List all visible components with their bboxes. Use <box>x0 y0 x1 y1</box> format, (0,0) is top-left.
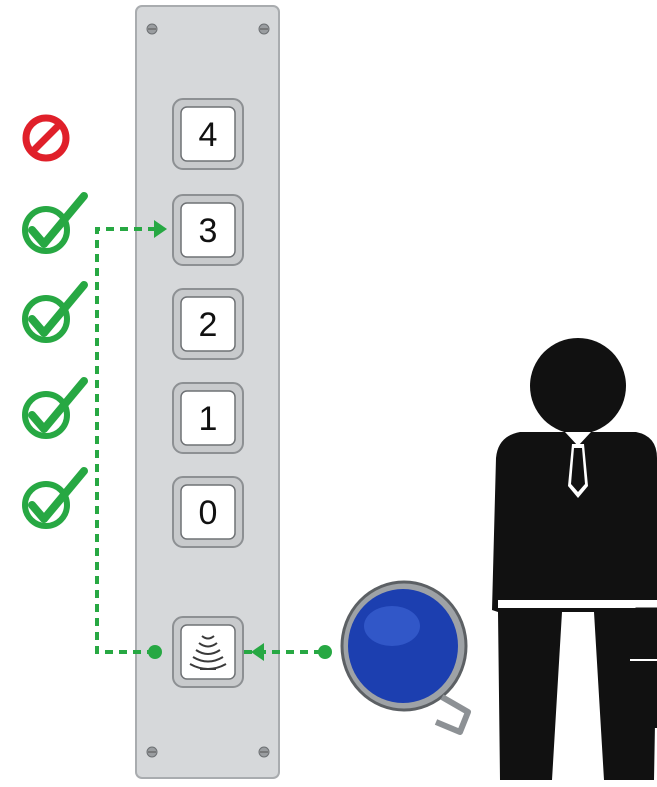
checkmark-icon <box>25 381 84 436</box>
contactless-reader-button[interactable] <box>173 617 243 687</box>
flow-start-dot <box>318 645 332 659</box>
floor-button-label: 2 <box>199 306 218 344</box>
key-fob-icon <box>342 582 468 732</box>
floor-button-1[interactable]: 1 <box>173 383 243 453</box>
flow-start-dot <box>148 645 162 659</box>
floor-button-3[interactable]: 3 <box>173 195 243 265</box>
checkmark-icon <box>25 285 84 340</box>
floor-button-label: 3 <box>199 212 218 250</box>
floor-button-label: 4 <box>199 116 218 154</box>
briefcase-icon <box>628 610 657 728</box>
floor-button-label: 1 <box>199 400 218 438</box>
floor-button-4[interactable]: 4 <box>173 99 243 169</box>
floor-button-0[interactable]: 0 <box>173 477 243 547</box>
floor-button-label: 0 <box>199 494 218 532</box>
screw-icon <box>147 24 157 34</box>
screw-icon <box>259 24 269 34</box>
floor-button-2[interactable]: 2 <box>173 289 243 359</box>
screw-icon <box>147 747 157 757</box>
no-entry-icon <box>26 118 66 158</box>
checkmark-icon <box>25 196 84 251</box>
screw-icon <box>259 747 269 757</box>
checkmark-icon <box>25 471 84 526</box>
